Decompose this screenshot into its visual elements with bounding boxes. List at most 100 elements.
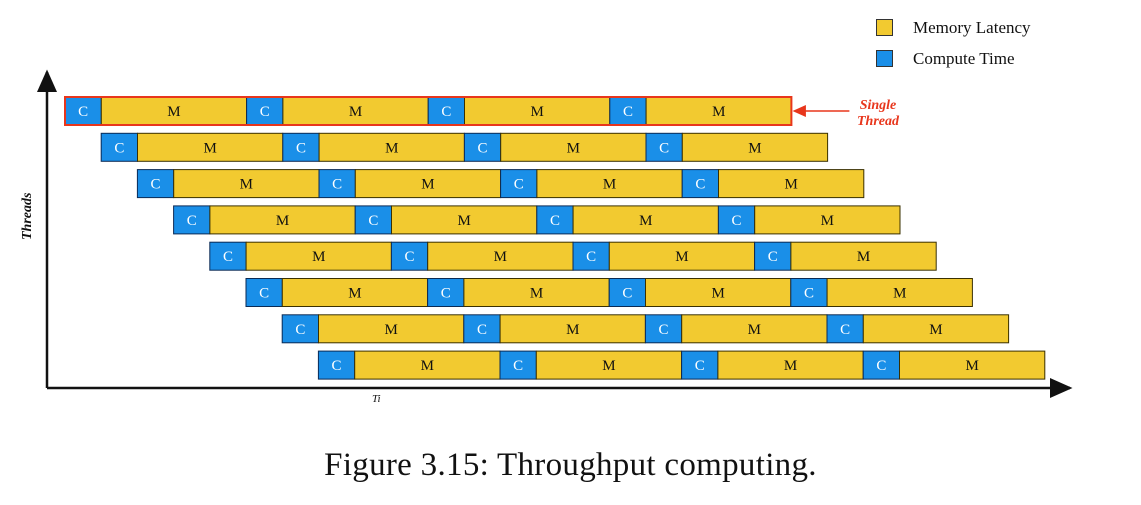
compute-label: C — [514, 177, 524, 193]
compute-label: C — [332, 177, 342, 193]
memory-label: M — [784, 177, 797, 193]
memory-label: M — [821, 213, 834, 229]
compute-label: C — [260, 104, 270, 120]
memory-label: M — [494, 249, 507, 265]
compute-block — [318, 169, 356, 199]
memory-label: M — [712, 104, 725, 120]
memory-label: M — [675, 249, 688, 265]
compute-block — [500, 169, 538, 199]
compute-label: C — [478, 140, 488, 156]
memory-label: M — [421, 358, 434, 374]
compute-block — [463, 132, 502, 162]
compute-label: C — [659, 140, 669, 156]
compute-block — [100, 132, 138, 162]
memory-label: M — [784, 358, 797, 374]
compute-block — [281, 314, 320, 344]
compute-label: C — [876, 358, 886, 374]
memory-block — [354, 169, 502, 199]
memory-block — [535, 350, 683, 380]
memory-block — [645, 278, 792, 307]
compute-label: C — [623, 104, 633, 120]
memory-block — [681, 314, 828, 344]
compute-block — [572, 241, 610, 271]
memory-label: M — [203, 140, 216, 156]
memory-label: M — [530, 104, 543, 120]
memory-block — [463, 278, 610, 307]
compute-block — [463, 314, 501, 344]
memory-block — [318, 314, 465, 344]
compute-label: C — [441, 286, 451, 302]
memory-label: M — [567, 140, 580, 156]
compute-block — [862, 350, 901, 380]
memory-block — [245, 241, 392, 271]
memory-label: M — [348, 286, 361, 302]
memory-label: M — [385, 140, 398, 156]
memory-block — [427, 241, 574, 271]
memory-label: M — [240, 177, 253, 193]
memory-block — [790, 241, 937, 271]
single-thread-highlight — [64, 96, 793, 126]
legend: Memory Latency Compute Time — [876, 12, 1031, 74]
memory-block — [826, 278, 973, 307]
single-thread-label-line2: Thread — [857, 114, 900, 129]
compute-block — [245, 278, 283, 307]
compute-block — [282, 132, 320, 162]
figure-caption: Figure 3.15: Throughput computing. — [324, 447, 817, 483]
memory-label: M — [566, 322, 579, 338]
legend-item-compute: Compute Time — [876, 43, 1031, 74]
compute-swatch — [876, 50, 893, 67]
memory-label: M — [457, 213, 470, 229]
compute-block — [754, 241, 792, 271]
memory-label: M — [349, 104, 362, 120]
y-axis-label: Threads — [20, 192, 35, 240]
compute-block — [644, 314, 683, 344]
memory-block — [718, 169, 865, 199]
compute-label: C — [768, 249, 778, 265]
memory-label: M — [603, 177, 616, 193]
compute-label: C — [151, 177, 161, 193]
memory-block — [754, 205, 901, 235]
compute-label: C — [78, 104, 88, 120]
compute-block — [681, 350, 719, 380]
memory-block — [173, 169, 320, 199]
memory-label: M — [857, 249, 870, 265]
memory-label: M — [312, 249, 325, 265]
compute-label: C — [477, 322, 487, 338]
compute-label: C — [441, 104, 451, 120]
memory-block — [862, 314, 1010, 344]
memory-label: M — [167, 104, 180, 120]
compute-label: C — [622, 286, 632, 302]
compute-label: C — [259, 286, 269, 302]
compute-label: C — [586, 249, 596, 265]
compute-label: C — [804, 286, 814, 302]
compute-label: C — [332, 358, 342, 374]
memory-label: M — [711, 286, 724, 302]
memory-block — [645, 96, 792, 126]
compute-block — [645, 132, 683, 162]
compute-block — [390, 241, 429, 271]
compute-block — [717, 205, 756, 235]
memory-label: M — [276, 213, 289, 229]
memory-label: M — [965, 358, 978, 374]
memory-label: M — [602, 358, 615, 374]
compute-label: C — [840, 322, 850, 338]
compute-label: C — [295, 322, 305, 338]
compute-block — [427, 278, 465, 307]
compute-label: C — [405, 249, 415, 265]
memory-label: M — [893, 286, 906, 302]
compute-label: C — [368, 213, 378, 229]
compute-label: C — [732, 213, 742, 229]
compute-block — [136, 169, 175, 199]
memory-swatch — [876, 19, 893, 36]
compute-label: C — [187, 213, 197, 229]
memory-block — [391, 205, 538, 235]
memory-block — [681, 132, 829, 162]
memory-block — [281, 278, 429, 307]
compute-block — [826, 314, 864, 344]
compute-label: C — [695, 358, 705, 374]
memory-label: M — [748, 322, 761, 338]
thread-rows: C M C M C M C M C M C M C M C M C M C M C M C M C M C M C M C M C M C M C M C M… — [64, 96, 1046, 380]
memory-label: M — [384, 322, 397, 338]
legend-label-memory: Memory Latency — [913, 17, 1031, 37]
